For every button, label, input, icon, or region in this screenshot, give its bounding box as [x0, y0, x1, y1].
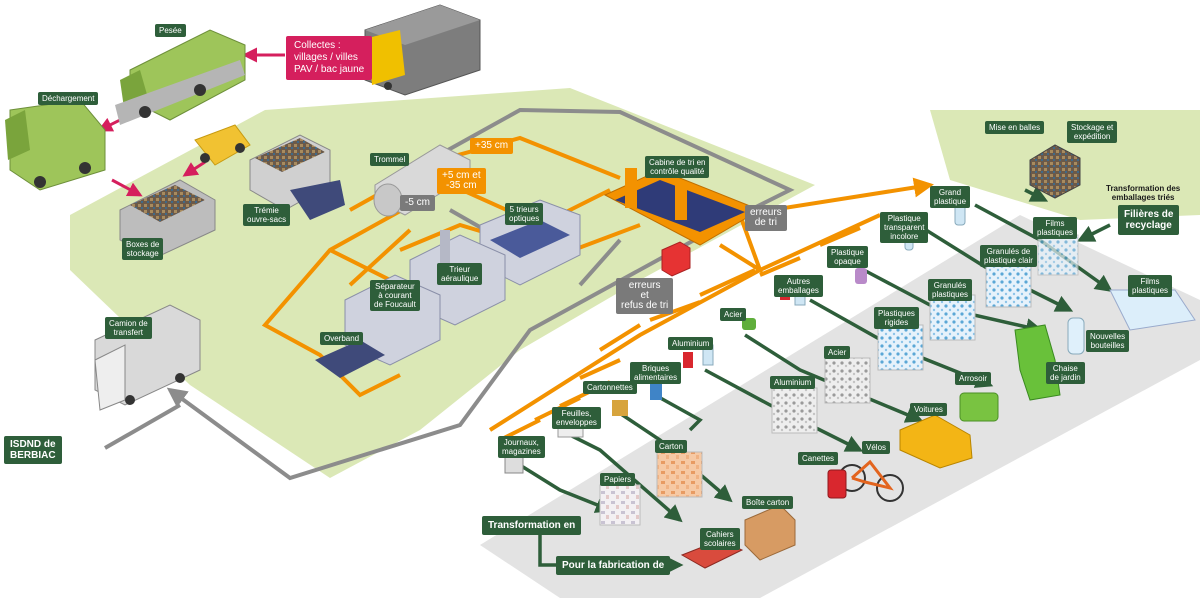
label-trieur-aeraulique: Trieur aéraulique — [437, 263, 483, 285]
trommel-drum — [373, 144, 471, 217]
label-boite-carton: Boîte carton — [742, 496, 794, 509]
red-can — [827, 469, 847, 499]
label-stockage-expedition: Stockage et expédition — [1067, 121, 1118, 143]
label-pesee: Pesée — [155, 24, 186, 37]
label-moins5: -5 cm — [400, 195, 435, 211]
label-cabine: Cabine de tri en contrôle qualité — [645, 156, 710, 178]
label-cartonnettes: Cartonnettes — [583, 381, 637, 394]
label-carton-mat: Carton — [655, 440, 688, 453]
material-steel — [824, 357, 871, 404]
unloading-truck — [5, 99, 106, 191]
label-granules-clair: Granulés de plastique clair — [980, 245, 1037, 267]
label-films-plastiques-prod: Films plastiques — [1128, 275, 1173, 297]
bale-cube — [1029, 144, 1081, 199]
watering-can — [959, 392, 999, 422]
label-plus5: +5 cm et -35 cm — [437, 168, 486, 194]
label-aluminium: Aluminium — [668, 337, 714, 350]
label-plus35: +35 cm — [470, 138, 514, 154]
label-aluminium-mat: Aluminium — [770, 376, 816, 389]
label-nouvelles-bouteilles: Nouvelles bouteilles — [1086, 330, 1130, 352]
label-collectes: Collectes : villages / villes PAV / bac … — [286, 36, 373, 80]
label-erreurs-tri: erreurs de tri — [745, 205, 787, 231]
label-voitures: Voitures — [910, 403, 947, 416]
material-rigid-plastics — [877, 324, 924, 371]
red-bin — [661, 241, 691, 277]
bottle — [1067, 317, 1085, 355]
label-papiers-mat: Papiers — [600, 473, 636, 486]
material-aluminium — [771, 387, 818, 434]
label-velos: Vélos — [862, 441, 891, 454]
label-separateur: Séparateur à courant de Foucault — [370, 280, 420, 311]
grey-flows — [104, 107, 795, 481]
label-filieres: Filières de recyclage — [1118, 205, 1180, 235]
label-transformation-emballages: Transformation des emballages triés — [1106, 184, 1181, 202]
waste-container — [364, 4, 481, 96]
weighing-truck — [115, 29, 246, 125]
label-transformation-en: Transformation en — [482, 516, 582, 535]
label-trieurs-optiques: 5 trieurs optiques — [505, 203, 544, 225]
label-boxes: Boxes de stockage — [122, 238, 164, 260]
label-films-plastiques-mat: Films plastiques — [1033, 217, 1078, 239]
label-pour-fabrication: Pour la fabrication de — [556, 556, 671, 575]
label-journaux: Journaux, magazines — [498, 436, 545, 458]
label-overband: Overband — [320, 332, 364, 345]
label-briques: Briques alimentaires — [630, 362, 682, 384]
label-dechargement: Déchargement — [38, 92, 99, 105]
label-autres-emballages: Autres emballages — [774, 275, 823, 297]
label-plastique-transparent: Plastique transparent incolore — [880, 212, 929, 243]
label-plastique-opaque: Plastique opaque — [827, 246, 868, 268]
label-camion-transfert: Camion de transfert — [105, 317, 152, 339]
label-erreurs-refus: erreurs et refus de tri — [616, 278, 674, 314]
label-tremie: Trémie ouvre-sacs — [243, 204, 291, 226]
label-chaise-jardin: Chaise de jardin — [1046, 362, 1085, 384]
material-carton — [656, 451, 703, 498]
label-grand-plastique: Grand plastique — [930, 186, 971, 208]
material-granules-clear — [985, 261, 1032, 308]
label-canettes: Canettes — [798, 452, 839, 465]
material-films — [1037, 234, 1079, 276]
material-granules — [929, 294, 976, 341]
hopper-machine — [249, 134, 345, 220]
label-isdnd: ISDND de BERBIAC — [4, 436, 62, 464]
label-acier-mat: Acier — [824, 346, 851, 359]
label-mise-en-balles: Mise en balles — [985, 121, 1045, 134]
label-feuilles: Feuilles, enveloppes — [552, 407, 601, 429]
material-papers — [599, 484, 641, 526]
label-trommel: Trommel — [370, 153, 410, 166]
label-acier: Acier — [720, 308, 747, 321]
label-arrosoir: Arrosoir — [955, 372, 992, 385]
loader — [194, 124, 251, 166]
label-cahiers: Cahiers scolaires — [700, 528, 740, 550]
label-granules-plastiques: Granulés plastiques — [928, 279, 973, 301]
label-plastiques-rigides: Plastiques rigides — [874, 307, 919, 329]
